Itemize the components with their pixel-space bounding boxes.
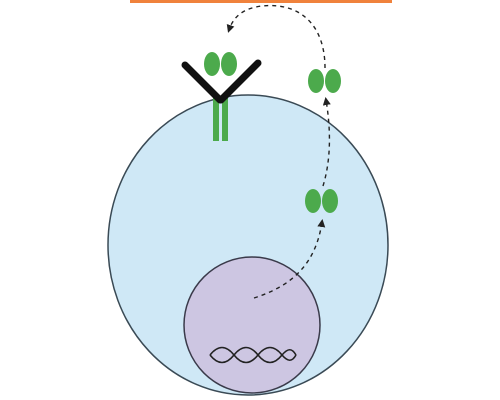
dashed-arrow-exterior-to-receptor [226, 4, 326, 69]
top-bar [130, 0, 392, 3]
antibody-dimer-icon [308, 69, 341, 93]
y-shaped-receptor-icon [181, 59, 262, 141]
nucleus [183, 256, 321, 394]
dashed-arrow-vesicle-to-exterior [322, 97, 331, 187]
dna-helix-icon [209, 346, 297, 364]
antibody-dimer-icon [204, 52, 237, 76]
dashed-arrow-nucleus-to-vesicle [253, 219, 326, 299]
antibody-dimer-icon [305, 189, 338, 213]
